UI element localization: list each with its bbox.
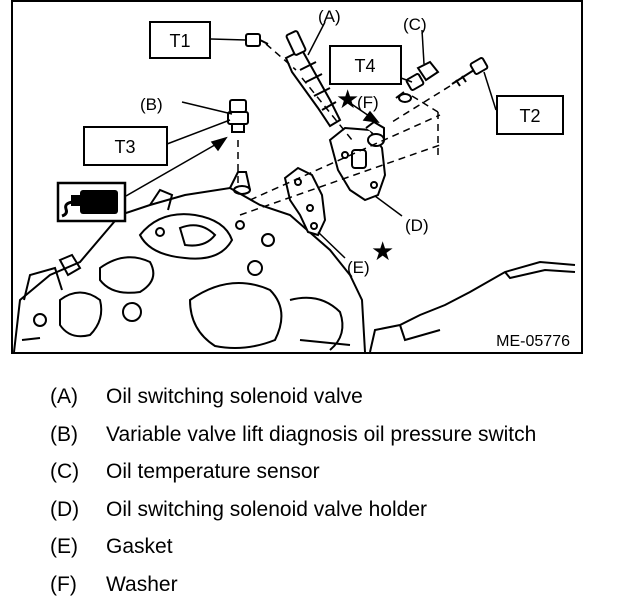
gasket-drawing	[283, 166, 327, 237]
part-label-d: (D)	[405, 216, 429, 235]
legend-text: Variable valve lift diagnosis oil pressu…	[106, 422, 537, 446]
figure-id: ME-05776	[496, 333, 570, 350]
legend-text: Oil switching solenoid valve	[106, 385, 363, 408]
part-label-f: (F)	[357, 93, 379, 112]
legend-code: (E)	[50, 535, 78, 558]
star-icon: ★	[371, 236, 394, 266]
legend-code: (C)	[50, 460, 80, 483]
assembly-guide-lines	[237, 43, 451, 216]
part-label-c: (C)	[403, 15, 427, 34]
legend-text: Gasket	[106, 535, 173, 558]
torque-label-t2: T2	[519, 106, 540, 126]
legend-code: (B)	[50, 422, 78, 446]
exploded-view-figure: T1 T4 T2 T3 (A) (B) (C) (D) (E) (F) ★ ★ …	[11, 0, 583, 354]
washer-drawing	[398, 93, 412, 103]
oil-temperature-sensor-drawing	[395, 60, 440, 99]
parts-legend: (A) Oil switching solenoid valve (B) Variab…	[0, 378, 640, 603]
torque-box-t2	[496, 95, 564, 135]
torque-box-t4	[329, 45, 402, 85]
arrow-lines	[125, 102, 380, 197]
leader-lines	[166, 21, 497, 259]
torque-label-t1: T1	[169, 31, 190, 51]
engine-outline-right	[369, 260, 576, 353]
oil-switching-solenoid-valve-drawing	[284, 30, 342, 128]
legend-item: (A) Oil switching solenoid valve	[0, 378, 640, 416]
bolt-t2-drawing	[451, 57, 489, 87]
legend-item: (C) Oil temperature sensor	[0, 453, 640, 491]
star-icon: ★	[336, 84, 359, 114]
legend-code: (A)	[50, 385, 78, 408]
legend-item: (B) Variable valve lift diagnosis oil pre…	[0, 416, 640, 454]
torque-box-t3	[83, 126, 168, 166]
legend-code: (D)	[50, 497, 80, 521]
legend-item: (E) Gasket	[0, 528, 640, 566]
sealant-icon	[56, 181, 127, 223]
oil-pressure-switch-drawing	[227, 99, 249, 133]
part-label-b: (B)	[140, 95, 163, 114]
part-label-e: (E)	[347, 258, 370, 277]
legend-item: (F) Washer	[0, 566, 640, 604]
cylinder-head-drawing	[13, 171, 366, 353]
legend-text: Oil temperature sensor	[106, 460, 320, 483]
legend-item: (D) Oil switching solenoid valve holder	[0, 491, 640, 529]
exploded-view-drawing: T1 T4 T2 T3 (A) (B) (C) (D) (E) (F) ★ ★ …	[11, 0, 583, 354]
legend-text: Washer	[106, 572, 178, 596]
bolt-t1-drawing	[245, 33, 269, 47]
part-label-a: (A)	[318, 7, 341, 26]
torque-label-t3: T3	[114, 137, 135, 157]
legend-text: Oil switching solenoid valve holder	[106, 497, 427, 521]
torque-box-t1	[149, 21, 211, 59]
legend-code: (F)	[50, 572, 77, 596]
torque-label-t4: T4	[354, 56, 375, 76]
